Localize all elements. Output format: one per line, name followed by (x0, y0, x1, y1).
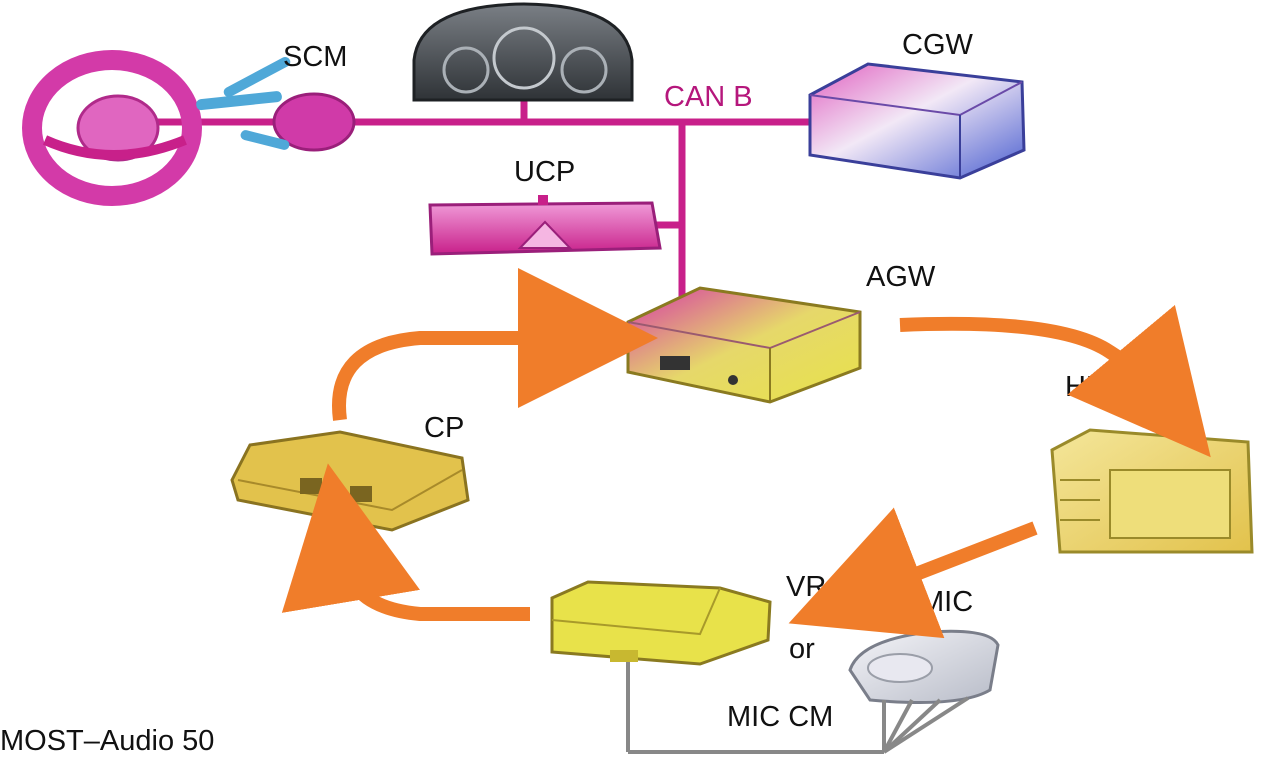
most-ring-arrows (281, 268, 1211, 639)
ucp-module (428, 195, 662, 256)
scm-module (196, 56, 356, 152)
mic-wire-2 (882, 699, 914, 753)
cp-label: CP (424, 412, 464, 444)
ucp-label: UCP (514, 156, 575, 188)
mic-wiring (626, 662, 970, 754)
can-b-label: CAN B (664, 81, 753, 113)
cp-module (230, 430, 470, 532)
arrow-hu-to-vr (788, 507, 1038, 639)
mic-label: MIC (920, 586, 973, 618)
scm-label: SCM (283, 41, 347, 73)
agw-label: AGW (866, 261, 936, 293)
vr-label: VR (786, 571, 826, 603)
cgw-module (808, 62, 1026, 180)
mic-wire-3 (882, 698, 942, 754)
can-b-bus (110, 100, 820, 305)
hu-module (1050, 428, 1254, 554)
mic-wire-4 (882, 696, 970, 754)
vr-module (550, 580, 772, 666)
hu-label: HU (1065, 371, 1107, 403)
steering-wheel-icon (22, 50, 202, 206)
instrument-cluster-icon (412, 2, 634, 102)
mic-cm-label: MIC CM (727, 701, 833, 733)
arrow-cp-to-agw (332, 268, 658, 421)
microphone-icon (848, 629, 1000, 704)
agw-module (626, 286, 862, 404)
arrow-agw-to-hu (899, 304, 1211, 458)
arrow-vr-to-cp (281, 463, 530, 621)
diagram-caption: MOST–Audio 50 (0, 725, 214, 757)
cgw-label: CGW (902, 29, 974, 61)
or-label: or (789, 633, 815, 665)
